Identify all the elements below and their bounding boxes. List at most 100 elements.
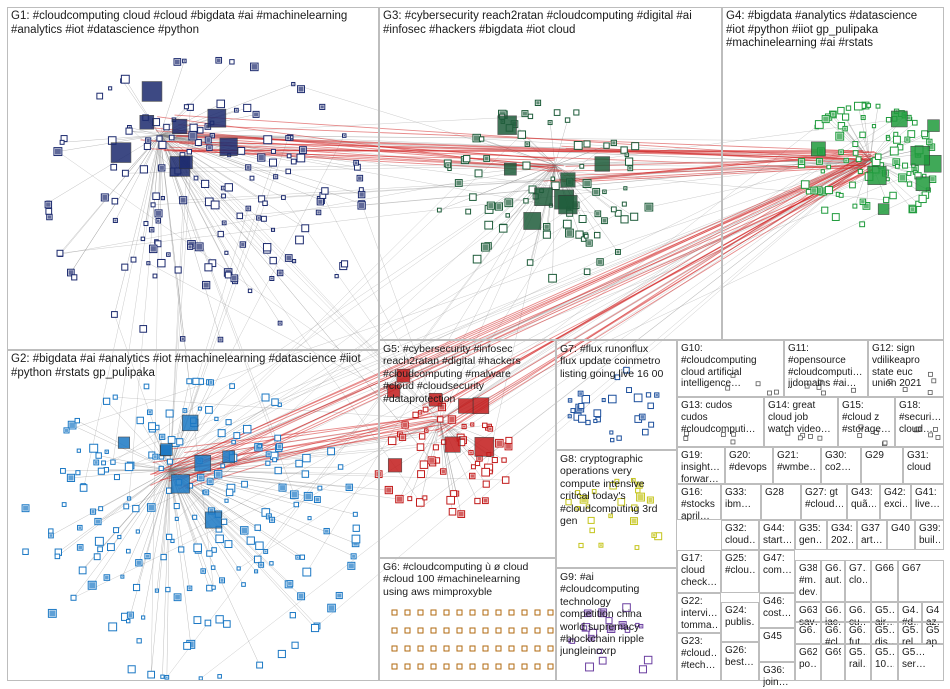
group-panel-g27: G27: gt #cloud… [801, 484, 847, 520]
group-label-g34: G34: 202… [831, 523, 853, 547]
group-panel-g45: G45 [759, 628, 795, 662]
group-panel-g17: G17: cloud check… [677, 550, 721, 593]
group-panel-g41: G41: live… [911, 484, 944, 520]
group-label-g20: G20: #devops [729, 450, 769, 474]
group-label-g6: G6: #cloudcomputing ù ø cloud #cloud 100… [383, 561, 552, 598]
group-panel-g37: G37 art… [857, 520, 887, 550]
group-panel-g36: G36: join… [759, 662, 795, 681]
group-label-g3: G3: #cybersecurity reach2ratan #cloudcom… [383, 10, 718, 37]
group-panel-g25: G25: #clou… [721, 550, 759, 593]
group-panel-g1: G1: #cloudcomputing cloud #cloud #bigdat… [7, 7, 379, 350]
group-label-g12: G12: sign vdilikeapro state euc union 20… [872, 343, 940, 390]
group-panel-g44: G44: start… [759, 520, 795, 550]
group-panel-g24: G24: publis… [721, 602, 759, 642]
group-label-g4: G4: #bigdata #analytics #datascience #io… [726, 10, 940, 51]
group-panel-g5: G5: #cybersecurity #infosec reach2ratan … [379, 340, 556, 558]
group-label-g13: G13: cudos cudos #cloudcomputi… [681, 400, 760, 435]
group-panel-g8: G8: cryptographic operations very comput… [556, 450, 677, 568]
group-panel-g19: G19: insight… forwar… [677, 447, 725, 484]
group-label-g41: G41: live… [915, 487, 940, 511]
group-label-g30: G30: co2… [825, 450, 857, 474]
group-label-g6a: G6… aut… [825, 563, 841, 587]
group-label-g44: G44: start… [763, 523, 791, 547]
group-panel-g3: G3: #cybersecurity reach2ratan #cloudcom… [379, 7, 722, 340]
group-panel-g42: G42: exci… [880, 484, 911, 520]
group-label-g37: G37 art… [861, 523, 883, 547]
group-panel-g2: G2: #bigdata #ai #analytics #iot #machin… [7, 350, 379, 681]
group-panel-g62: G62: po… [795, 644, 821, 681]
group-panel-g5f: G5… 10… [871, 644, 898, 681]
group-panel-g67: G67 [898, 560, 944, 602]
group-label-g29: G29 [865, 450, 899, 462]
group-label-g6d: G6… [799, 625, 817, 637]
group-label-g18: G18: #securi… cloud… [899, 400, 940, 435]
group-label-g9: G9: #ai #cloudcomputing technology compe… [560, 571, 673, 658]
group-label-g28: G28 [765, 487, 797, 499]
group-label-g10: G10: #cloudcomputing cloud artificial in… [681, 343, 780, 390]
group-panel-g12: G12: sign vdilikeapro state euc union 20… [868, 340, 944, 397]
group-panel-g26: G26: best… [721, 642, 759, 681]
group-label-g40: G40 [891, 523, 911, 535]
group-panel-g10: G10: #cloudcomputing cloud artificial in… [677, 340, 784, 397]
group-panel-g6: G6: #cloudcomputing ù ø cloud #cloud 100… [379, 558, 556, 681]
group-label-g27: G27: gt #cloud… [805, 487, 843, 511]
group-panel-g66: G66 [871, 560, 898, 602]
group-panel-g4: G4: #bigdata #analytics #datascience #io… [722, 7, 944, 340]
group-panel-g13: G13: cudos cudos #cloudcomputi… [677, 397, 764, 447]
group-label-g21: G21: #wmbe… [777, 450, 817, 474]
group-panel-g4a: G4… #d… [898, 602, 922, 622]
group-panel-g46: G46: cost… [759, 593, 795, 628]
group-label-g5e: G5… rail… [849, 647, 867, 671]
group-label-g36: G36: join… [763, 665, 791, 689]
group-panel-g5e: G5… rail… [845, 644, 871, 681]
group-panel-g6a: G6… aut… [821, 560, 845, 602]
group-label-g1: G1: #cloudcomputing cloud #cloud #bigdat… [11, 10, 375, 37]
group-panel-g34: G34: 202… [827, 520, 857, 550]
group-panel-g7: G7: #flux runonflux flux update coinmetr… [556, 340, 677, 450]
group-label-g2: G2: #bigdata #ai #analytics #iot #machin… [11, 353, 375, 380]
group-panel-g16: G16: #stocks april… [677, 484, 721, 520]
group-panel-g14: G14: great cloud job watch video… [764, 397, 838, 447]
group-panel-g4b: G4… az… [922, 602, 944, 622]
group-label-g5f: G5… 10… [875, 647, 894, 671]
group-label-g8: G8: cryptographic operations very comput… [560, 453, 673, 527]
group-panel-g28: G28 [761, 484, 801, 520]
group-panel-g5b: G5… dis… [871, 622, 898, 644]
group-label-g35: G35: gen… [799, 523, 823, 547]
group-label-g22: G22: intervi… tomma… [681, 596, 717, 631]
group-label-g42: G42: exci… [884, 487, 907, 511]
group-panel-g22: G22: intervi… tomma… [677, 593, 721, 633]
group-label-g26: G26: best… [725, 645, 755, 669]
group-panel-g5d: G5… ap… [922, 622, 944, 644]
group-panel-g29: G29 [861, 447, 903, 484]
group-panel-g63: G63: sav… [795, 602, 821, 622]
group-panel-g5g: G5… ser… [898, 644, 944, 681]
group-panel-g11: G11: #opensource #cloudcomputi… jjdomain… [784, 340, 868, 397]
group-label-g7a: G7… clo… [849, 563, 867, 587]
group-label-g5: G5: #cybersecurity #infosec reach2ratan … [383, 343, 552, 405]
group-label-g47: G47: com… [763, 553, 791, 577]
group-panel-g21: G21: #wmbe… [773, 447, 821, 484]
group-label-g24: G24: publis… [725, 605, 755, 629]
group-panel-g6b: G6… iac… [821, 602, 845, 622]
group-panel-g6e: G6… #cl… [821, 622, 845, 644]
group-panel-g6f: G6… fut… [845, 622, 871, 644]
group-panel-g35: G35: gen… [795, 520, 827, 550]
group-label-g14: G14: great cloud job watch video… [768, 400, 834, 435]
group-label-g67: G67 [902, 563, 940, 575]
group-panel-g20: G20: #devops [725, 447, 773, 484]
group-panel-g31: G31: cloud [903, 447, 944, 484]
group-panel-g15: G15: #cloud z #storage… [838, 397, 895, 447]
group-panel-g6c: G6… cu… [845, 602, 871, 622]
group-label-g43: G43: quã… [851, 487, 876, 511]
group-label-g32: G32: cloud… [725, 523, 755, 547]
group-label-g11: G11: #opensource #cloudcomputi… jjdomain… [788, 343, 864, 390]
group-panel-g5c: G5… rel… [898, 622, 922, 644]
group-panel-g30: G30: co2… [821, 447, 861, 484]
group-label-g25: G25: #clou… [725, 553, 755, 577]
group-label-g19: G19: insight… forwar… [681, 450, 721, 485]
group-label-g39: G39: buil… [919, 523, 940, 547]
group-label-g38: G38: #m… dev… [799, 563, 817, 598]
group-panel-g43: G43: quã… [847, 484, 880, 520]
group-label-g69: G69 [825, 647, 841, 659]
